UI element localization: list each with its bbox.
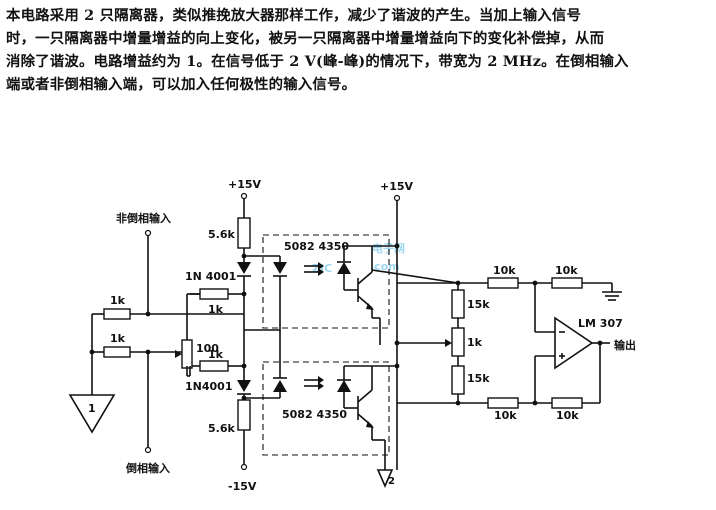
potentiometer-1k (451, 327, 465, 357)
resistor-10k-3 (487, 397, 519, 409)
inv-input-terminal (144, 446, 152, 454)
minus15-label: -15V (228, 480, 257, 493)
resistor-1k-b-label: 1k (110, 332, 126, 345)
diode-1n4001-top (237, 262, 251, 277)
optical-coupling-top (304, 262, 324, 276)
potentiometer-1k-label: 1k (467, 336, 483, 349)
resistor-15k-bottom-label: 15k (467, 372, 490, 385)
isolator-top-label: 5082 4350 (284, 240, 349, 253)
plus15-right-label: +15V (380, 180, 414, 193)
opamp-label: LM 307 (578, 317, 623, 330)
resistor-1k-a (103, 308, 131, 320)
resistor-15k-top (451, 289, 465, 319)
isolator-bottom-box (262, 361, 390, 456)
resistor-5k6-top-label: 5.6k (208, 228, 235, 241)
minus15-terminal (240, 463, 248, 471)
ground-symbol-2-label: 2 (388, 476, 395, 487)
ground-symbol-right (602, 291, 622, 301)
noninv-input-terminal (144, 229, 152, 237)
isolator-top-box (262, 234, 390, 329)
resistor-10k-3-label: 10k (494, 409, 517, 422)
diode-1n4001-bottom (237, 380, 251, 395)
led-top (273, 262, 287, 277)
resistor-10k-1 (487, 277, 519, 289)
resistor-1k-bottom-small (199, 360, 229, 372)
resistor-10k-1-label: 10k (493, 264, 516, 277)
transistor-bottom (357, 389, 374, 428)
opamp-lm307 (554, 316, 594, 370)
diode-bottom-label: 1N4001 (185, 380, 232, 393)
photodiode-bottom (337, 379, 351, 392)
ground-symbol-2 (376, 469, 394, 488)
diode-top-label: 1N 4001 (185, 270, 236, 283)
plus15-right-terminal (393, 194, 401, 202)
description-line-3: 消除了谐波。电路增益约为 1。在信号低于 2 V(峰-峰)的情况下，带宽为 2 … (6, 53, 629, 70)
resistor-1k-top-small (199, 288, 229, 300)
signal-source-1-label: 1 (88, 402, 96, 415)
led-bottom (273, 377, 287, 392)
resistor-1k-top-small-label: 1k (208, 303, 224, 316)
resistor-15k-top-label: 15k (467, 298, 490, 311)
resistor-10k-4 (551, 397, 583, 409)
resistor-1k-b (103, 346, 131, 358)
transistor-top (357, 271, 374, 310)
optical-coupling-bottom (304, 376, 324, 390)
potentiometer-100-label: 100 (196, 342, 219, 355)
resistor-10k-2 (551, 277, 583, 289)
output-label: 输出 (614, 338, 636, 352)
photodiode-top (337, 261, 351, 274)
description-text: 本电路采用 2 只隔离器，类似推挽放大器那样工作，减少了谐波的产生。当加上输入信… (6, 4, 710, 96)
resistor-5k6-bottom (237, 399, 251, 431)
noninv-input-label: 非倒相输入 (116, 211, 171, 225)
description-line-4: 端或者非倒相输入端，可以加入任何极性的输入信号。 (6, 76, 357, 93)
description-line-2: 时，一只隔离器中增量增益的向上变化，被另一只隔离器中增量增益向下的变化补偿掉，从… (6, 30, 605, 47)
resistor-10k-4-label: 10k (556, 409, 579, 422)
isolator-bottom-label: 5082 4350 (282, 408, 347, 421)
inv-input-label: 倒相输入 (125, 461, 170, 475)
resistor-1k-bottom-small-label: 1k (208, 348, 224, 361)
resistor-15k-bottom (451, 365, 465, 395)
resistor-5k6-top (237, 217, 251, 249)
description-line-1: 本电路采用 2 只隔离器，类似推挽放大器那样工作，减少了谐波的产生。当加上输入信… (6, 7, 582, 24)
plus15-left-label: +15V (228, 178, 262, 191)
resistor-1k-a-label: 1k (110, 294, 126, 307)
resistor-10k-2-label: 10k (555, 264, 578, 277)
svg-text:.com: .com (370, 260, 400, 273)
resistor-5k6-bottom-label: 5.6k (208, 422, 235, 435)
potentiometer-100 (181, 339, 193, 369)
plus15-left-terminal (240, 192, 248, 200)
